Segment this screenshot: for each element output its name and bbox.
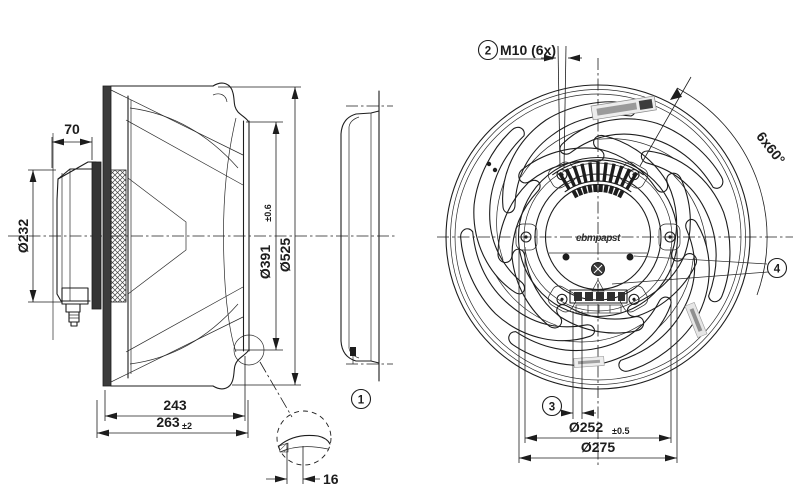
angle-spacing-label: 6x60°: [753, 129, 788, 168]
inlet-lip-top: [212, 82, 249, 122]
detail-circle: [276, 410, 332, 466]
dim-263-tolerance: ±2: [182, 421, 192, 431]
dim-d275-label: Ø275: [581, 439, 615, 455]
dim-263: 263 ±2: [96, 400, 249, 438]
callout-3-label: 3: [549, 402, 555, 414]
thread-spec-label: M10 (6x): [500, 42, 556, 58]
stator-winding-section: [110, 169, 127, 303]
callout-1-label: 1: [358, 395, 365, 407]
hub-screw-right: [626, 253, 634, 261]
dim-d275: Ø275: [518, 245, 678, 463]
callout-4-label: 4: [774, 264, 781, 276]
hub-bottom-label: [573, 356, 605, 368]
cooling-fin-crown: [552, 159, 644, 197]
blade-rivet-dot-1: [486, 161, 492, 167]
dim-d391-label: Ø391: [257, 245, 273, 279]
motor-mount-plate: [91, 161, 102, 310]
front-view: ebmpapst: [432, 39, 793, 468]
inlet-ring-section: [340, 90, 393, 382]
dim-70: 70: [51, 121, 93, 168]
dim-d391: Ø391 ±0.6: [235, 121, 283, 351]
dim-d252-tolerance: ±0.5: [612, 426, 629, 436]
warning-triangle-icon: [591, 279, 605, 292]
terminal-strip: [569, 289, 628, 314]
callout-2-m10: 2 M10 (6x): [477, 39, 582, 169]
dim-263-label: 263: [156, 414, 180, 430]
dim-6x60: 6x60°: [639, 76, 789, 296]
dim-d252: Ø252 ±0.5: [524, 247, 672, 443]
terminal-box: [61, 287, 89, 305]
dim-70-label: 70: [64, 121, 80, 137]
callout-3: 3: [541, 311, 596, 419]
detail-view: 16: [259, 361, 339, 487]
dim-d232-label: Ø232: [15, 219, 31, 253]
dim-d391-tolerance: ±0.6: [263, 204, 273, 221]
dim-16-label: 16: [323, 471, 339, 487]
dim-243: 243: [104, 356, 246, 421]
callout-4: 4: [611, 255, 788, 285]
center-screw: [591, 262, 605, 276]
ring-nub: [350, 347, 356, 356]
hub-logo: ebmpapst: [576, 233, 621, 244]
dim-d232: Ø232: [15, 169, 62, 303]
hub-screw-left: [562, 253, 570, 261]
blade-rivet-dot-2: [492, 167, 498, 173]
dim-243-label: 243: [163, 397, 187, 413]
dim-d252-label: Ø252: [569, 419, 603, 435]
hub-nose: [127, 177, 187, 295]
side-view: 70 Ø232 Ø391 ±0.6 Ø525: [8, 82, 397, 487]
part-number-label: [590, 95, 657, 121]
cable-gland: [68, 311, 80, 327]
hub-assembly: ebmpapst: [515, 156, 681, 318]
inlet-lip-bottom: [212, 350, 249, 390]
impeller-side-view: [110, 82, 265, 390]
dim-d525-label: Ø525: [277, 238, 293, 272]
callout-1: 1: [350, 388, 372, 410]
motor-side-view: [52, 85, 132, 387]
impeller-back-plate: [102, 85, 112, 387]
dim-d525: Ø525: [218, 86, 301, 386]
rim-print-label: [684, 301, 708, 339]
callout-2-label: 2: [485, 46, 491, 58]
impeller-rim: [445, 84, 751, 390]
